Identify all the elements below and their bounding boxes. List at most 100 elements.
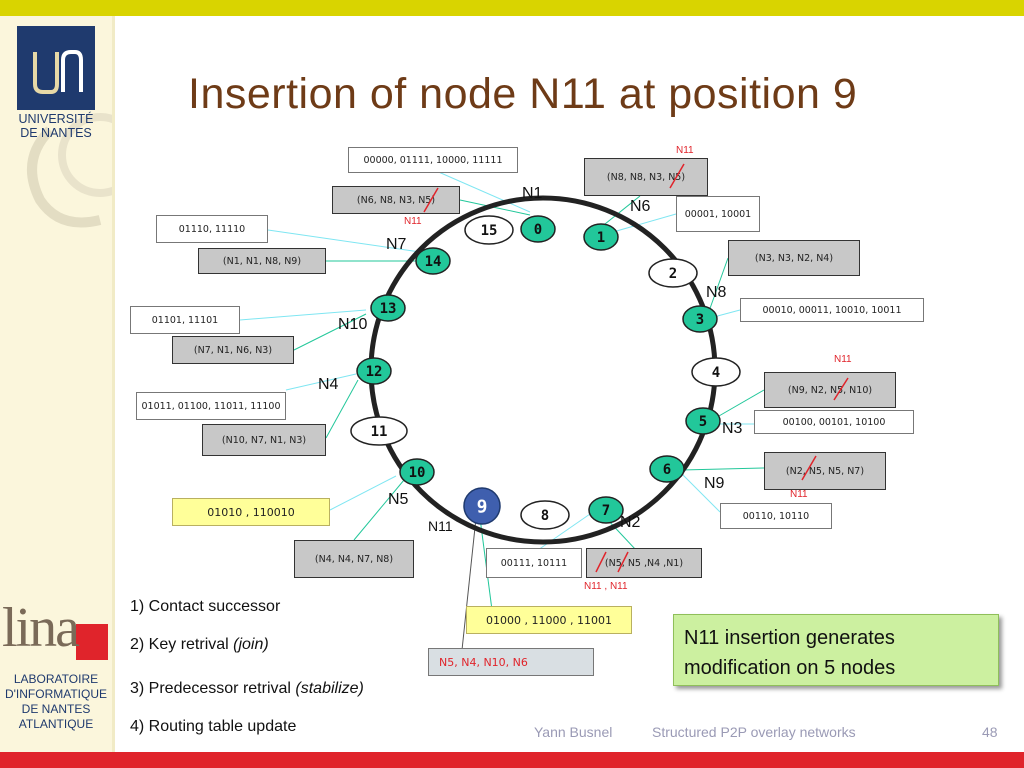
routing-table-n3: (N9, N2, N5, N10): [764, 372, 896, 408]
ring-node-15: [464, 215, 514, 245]
strike-mark: [617, 551, 629, 573]
footer-author: Yann Busnel: [534, 724, 613, 740]
routing-table-n10: (N7, N1, N6, N3): [172, 336, 294, 364]
strike-mark: [801, 455, 817, 481]
connector-line: [681, 467, 765, 471]
correction-n2: N11 , N11: [584, 581, 628, 592]
strike-mark: [595, 551, 607, 573]
ring-node-8: [520, 500, 570, 530]
node-label-n1: N1: [522, 185, 543, 202]
step-2: 2) Key retrival (join): [130, 636, 269, 654]
ring-position-label: 0: [534, 222, 542, 238]
ring-node-7: [588, 496, 624, 524]
ring-node-11: [350, 416, 408, 446]
lab-name-line1: LABORATOIRE: [13, 672, 99, 686]
ring-position-label: 6: [663, 462, 671, 478]
routing-table-n6: (N8, N8, N3, N5): [584, 158, 708, 196]
correction-n9: N11: [790, 489, 808, 500]
decorative-swirl-icon: [27, 113, 112, 228]
connector-line: [267, 229, 421, 253]
keys-box-n4: 01011, 01100, 11011, 11100: [136, 392, 286, 420]
keys-box-n11: 01000 , 11000 , 11001: [466, 606, 632, 634]
ring-position-label: 9: [477, 496, 488, 517]
connector-line: [461, 517, 477, 651]
top-accent-bar: [0, 0, 1024, 16]
footer-page-number: 48: [982, 724, 998, 740]
ring-node-1: [583, 223, 619, 251]
connector-line: [605, 213, 677, 235]
correction-n1: N11: [404, 216, 422, 227]
ring-node-4: [691, 357, 741, 387]
routing-table-n7: (N1, N1, N8, N9): [198, 248, 326, 274]
routing-table-n4: (N10, N7, N1, N3): [202, 424, 326, 456]
lab-name-line2: D'INFORMATIQUE: [4, 687, 108, 701]
ring-position-label: 10: [409, 465, 426, 481]
keys-box-n8: 00010, 00011, 10010, 10011: [740, 298, 924, 322]
ring-node-13: [370, 294, 406, 322]
node-label-n3: N3: [722, 420, 743, 437]
connector-lines: [239, 169, 765, 651]
step-2-italic: (join): [233, 636, 269, 653]
node-label-n11: N11: [428, 518, 453, 534]
connector-line: [285, 373, 357, 391]
ring-position-label: 4: [712, 365, 720, 381]
connector-line: [605, 517, 637, 551]
connector-line: [293, 313, 367, 351]
connector-line: [325, 379, 359, 439]
node-label-n6: N6: [630, 198, 651, 215]
ring-position-label: 11: [371, 424, 388, 440]
lab-name-line4: ATLANTIQUE: [18, 717, 94, 731]
university-name-line2: DE NANTES: [20, 126, 92, 140]
step-1: 1) Contact successor: [130, 598, 281, 615]
ring-position-label: 7: [602, 503, 610, 519]
ring-position-label: 13: [380, 301, 397, 317]
ring-node-9: [463, 487, 501, 525]
ring-position-label: 1: [597, 230, 605, 246]
routing-table-n8: (N3, N3, N2, N4): [728, 240, 860, 276]
step-3: 3) Predecessor retrival (stabilize): [130, 680, 364, 698]
strike-mark: [833, 377, 849, 401]
routing-table-n5: (N4, N4, N7, N8): [294, 540, 414, 578]
keys-box-n7: 01110, 11110: [156, 215, 268, 243]
node-label-n8: N8: [706, 284, 727, 301]
lab-name-line3: DE NANTES: [21, 702, 91, 716]
ring-node-12: [356, 357, 392, 385]
routing-table-n11: N5, N4, N10, N6: [428, 648, 594, 676]
university-name: UNIVERSITÉ DE NANTES: [0, 112, 112, 140]
routing-table-n1: (N6, N8, N3, N5): [332, 186, 460, 214]
callout-note: N11 insertion generates modification on …: [673, 614, 999, 686]
keys-box-n6: 00001, 10001: [676, 196, 760, 232]
keys-box-n5: 01010 , 110010: [172, 498, 330, 526]
node-label-n9: N9: [704, 475, 725, 492]
ring-node-14: [415, 247, 451, 275]
connector-line: [459, 199, 531, 216]
connector-line: [681, 473, 721, 513]
keys-box-n1: 00000, 01111, 10000, 11111: [348, 147, 518, 173]
keys-box-n9: 00110, 10110: [720, 503, 832, 529]
university-logo: [17, 26, 95, 110]
un-logo-icon: [33, 50, 83, 94]
keys-box-n3: 00100, 00101, 10100: [754, 410, 914, 434]
lab-name: LABORATOIRE D'INFORMATIQUE DE NANTES ATL…: [0, 672, 112, 732]
slide-title: Insertion of node N11 at position 9: [188, 70, 858, 118]
node-label-n5: N5: [388, 491, 409, 508]
ring-node-10: [399, 458, 435, 486]
ring-position-label: 5: [699, 414, 707, 430]
connector-line: [329, 475, 397, 511]
ring-position-label: 8: [541, 508, 549, 524]
connector-line: [353, 479, 405, 541]
ring-position-label: 15: [481, 223, 498, 239]
connector-line: [599, 195, 641, 229]
correction-n6: N11: [676, 145, 694, 156]
lina-logo: lina: [2, 597, 80, 659]
node-label-n7: N7: [386, 236, 407, 253]
ring-node-3: [682, 305, 718, 333]
ring-position-label: 12: [366, 364, 383, 380]
lina-logo-block: [76, 624, 108, 660]
ring-node-5: [685, 407, 721, 435]
routing-table-n9: (N2, N5, N5, N7): [764, 452, 886, 490]
node-label-n10: N10: [338, 316, 368, 333]
